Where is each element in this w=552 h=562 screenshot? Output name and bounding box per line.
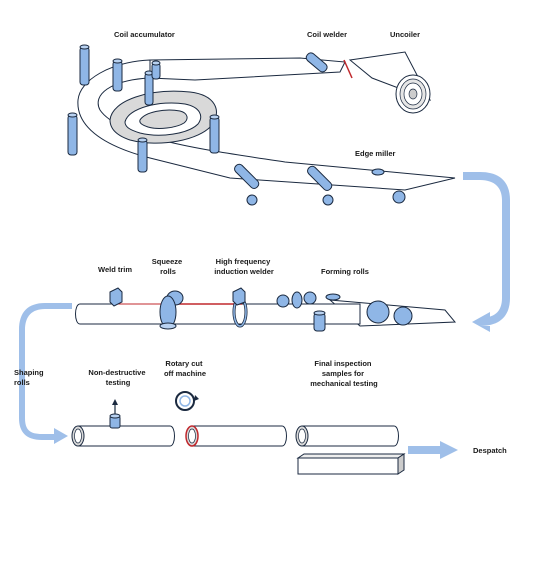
labels: Coil accumulator Coil welder Uncoiler Ed… bbox=[14, 30, 507, 455]
flow-arrow-left bbox=[19, 303, 72, 444]
flow-arrow-right bbox=[463, 172, 510, 332]
label-hf-welder: High frequency induction welder bbox=[214, 257, 274, 276]
label-squeeze-rolls: Squeeze rolls bbox=[152, 257, 185, 276]
label-shaping-rolls: Shaping rolls bbox=[14, 368, 46, 387]
coil-welder-roll bbox=[305, 52, 328, 73]
label-uncoiler: Uncoiler bbox=[390, 30, 420, 39]
label-edge-miller: Edge miller bbox=[355, 149, 396, 158]
label-despatch: Despatch bbox=[473, 446, 507, 455]
despatch-arrow bbox=[408, 441, 458, 459]
coil-accumulator-posts bbox=[67, 44, 220, 173]
label-coil-accumulator: Coil accumulator bbox=[114, 30, 175, 39]
label-coil-welder: Coil welder bbox=[307, 30, 347, 39]
label-weld-trim: Weld trim bbox=[98, 265, 132, 274]
forming-line bbox=[75, 287, 457, 332]
label-forming-rolls: Forming rolls bbox=[321, 267, 369, 276]
label-rotary-cut: Rotary cut off machine bbox=[164, 359, 206, 378]
label-final-inspection: Final inspection samples for mechanical … bbox=[310, 359, 378, 388]
finished-tubes bbox=[71, 391, 406, 475]
strip-path-top bbox=[77, 57, 456, 191]
edge-miller-rolls bbox=[234, 163, 406, 206]
label-ndt: Non-destructive testing bbox=[88, 368, 147, 387]
uncoiler bbox=[348, 51, 432, 114]
